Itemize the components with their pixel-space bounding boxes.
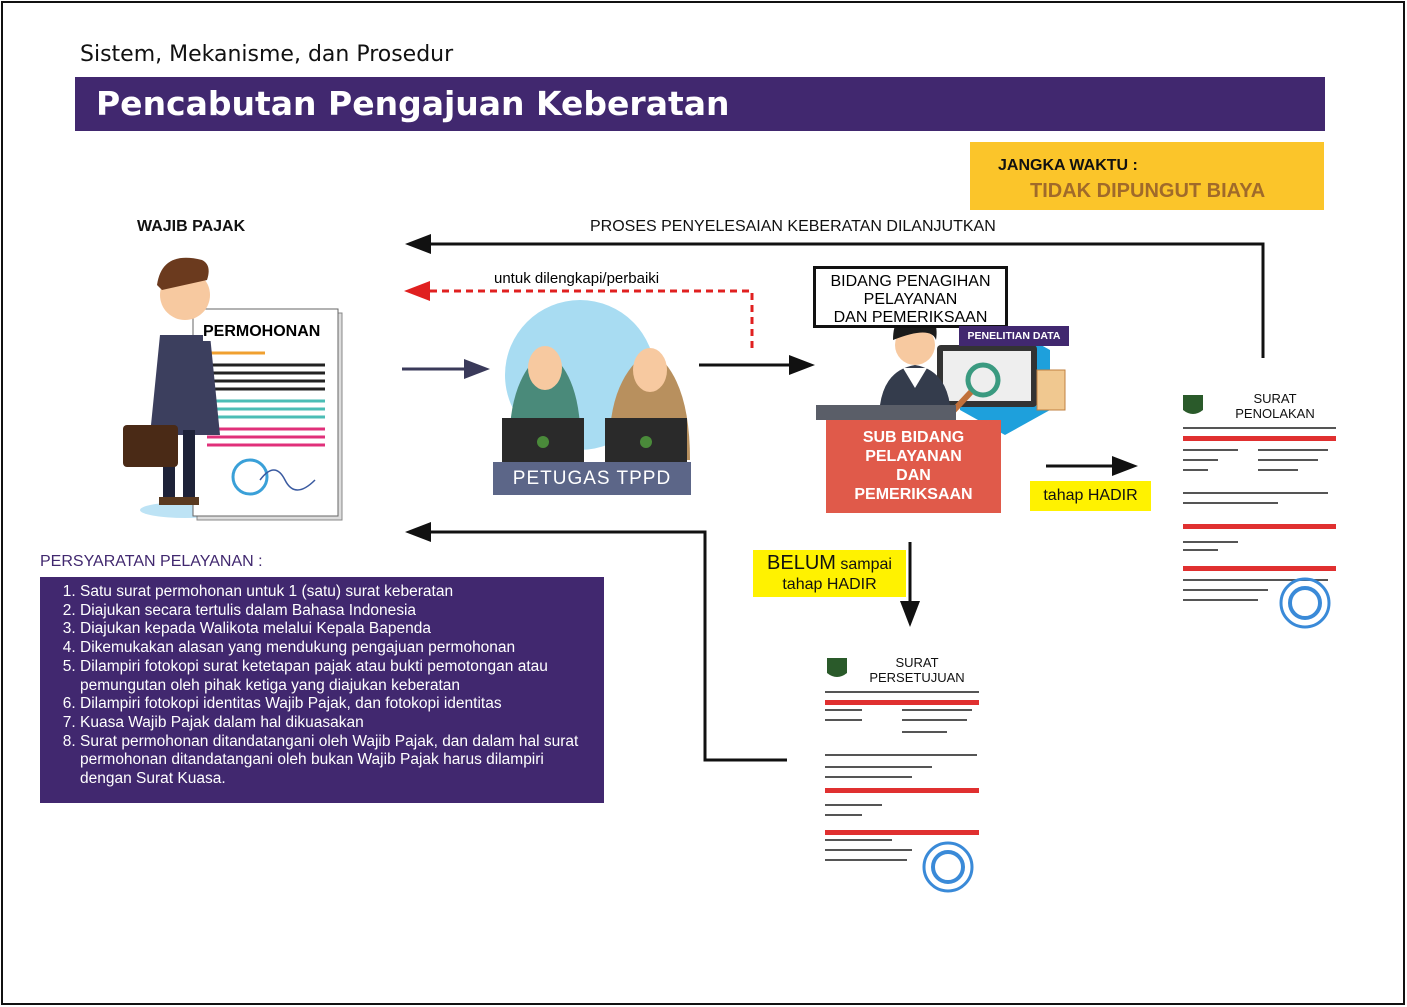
sub-bidang-box: SUB BIDANG PELAYANAN DAN PEMERIKSAAN (826, 420, 1001, 513)
requirement-item: Satu surat permohonan untuk 1 (satu) sur… (80, 583, 594, 602)
surat-penolakan-document (1183, 395, 1336, 629)
requirements-list: Satu surat permohonan untuk 1 (satu) sur… (50, 583, 594, 789)
sampai-word: sampai (840, 556, 892, 573)
arrow-return-dashed (420, 289, 754, 348)
requirement-item: Dilampiri fotokopi identitas Wajib Pajak… (80, 695, 594, 714)
requirement-item: Dikemukakan alasan yang mendukung pengaj… (80, 639, 594, 658)
petugas-illustration (502, 300, 690, 463)
requirements-box: Satu surat permohonan untuk 1 (satu) sur… (40, 577, 604, 803)
sub-bidang-line-2: PELAYANAN (865, 448, 962, 465)
bidang-line-2: PELAYANAN (863, 291, 958, 308)
penelitian-data-badge: PENELITIAN DATA (959, 326, 1069, 346)
arrow-process-continued (410, 242, 1265, 358)
page-title: Pencabutan Pengajuan Keberatan (96, 84, 730, 123)
requirement-item: Surat permohonan ditandatangani oleh Waj… (80, 733, 594, 789)
penolakan-line-2: PENOLAKAN (1235, 406, 1315, 421)
bidang-line-1: BIDANG PENAGIHAN (830, 273, 991, 290)
sub-bidang-line-1: SUB BIDANG (862, 429, 965, 446)
bidang-box: BIDANG PENAGIHAN PELAYANAN DAN PEMERIKSA… (813, 266, 1008, 328)
title-bar (75, 77, 1325, 131)
tahap-hadir-label: tahap HADIR (1030, 481, 1151, 511)
penolakan-line-1: SURAT (1253, 391, 1297, 406)
petugas-label: PETUGAS TPPD (493, 462, 691, 495)
requirement-item: Dilampiri fotokopi surat ketetapan pajak… (80, 658, 594, 695)
belum-hadir-label: BELUM sampai tahap HADIR (753, 550, 906, 597)
persetujuan-line-2: PERSETUJUAN (869, 670, 965, 685)
requirements-title: PERSYARATAN PELAYANAN : (40, 553, 263, 570)
persetujuan-line-1: SURAT (895, 655, 939, 670)
fee-value: TIDAK DIPUNGUT BIAYA (1030, 180, 1266, 202)
surat-persetujuan-document (825, 658, 979, 893)
process-continued-label: PROSES PENYELESAIAN KEBERATAN DILANJUTKA… (590, 218, 996, 235)
wajib-pajak-label: WAJIB PAJAK (137, 218, 246, 235)
permohonan-label: PERMOHONAN (203, 323, 321, 341)
belum-word: BELUM (767, 552, 836, 574)
sub-bidang-line-4: PEMERIKSAAN (854, 486, 973, 503)
requirement-item: Diajukan secara tertulis dalam Bahasa In… (80, 602, 594, 621)
requirement-item: Kuasa Wajib Pajak dalam hal dikuasakan (80, 714, 594, 733)
requirement-item: Diajukan kepada Walikota melalui Kepala … (80, 620, 594, 639)
bidang-illustration (816, 311, 1066, 435)
return-label: untuk dilengkapi/perbaiki (494, 270, 660, 287)
subtitle: Sistem, Mekanisme, dan Prosedur (80, 42, 454, 67)
fee-label: JANGKA WAKTU : (998, 157, 1138, 174)
fee-box: JANGKA WAKTU : TIDAK DIPUNGUT BIAYA (970, 142, 1324, 210)
taxpayer-illustration (123, 257, 343, 521)
belum-line-2: tahap HADIR (782, 576, 877, 593)
bidang-line-3: DAN PEMERIKSAAN (833, 309, 988, 326)
surat-penolakan-title: SURAT PENOLAKAN (1225, 391, 1325, 421)
arrow-persetujuan-back (420, 530, 787, 762)
surat-persetujuan-title: SURAT PERSETUJUAN (862, 655, 972, 685)
sub-bidang-line-3: DAN (896, 467, 931, 484)
